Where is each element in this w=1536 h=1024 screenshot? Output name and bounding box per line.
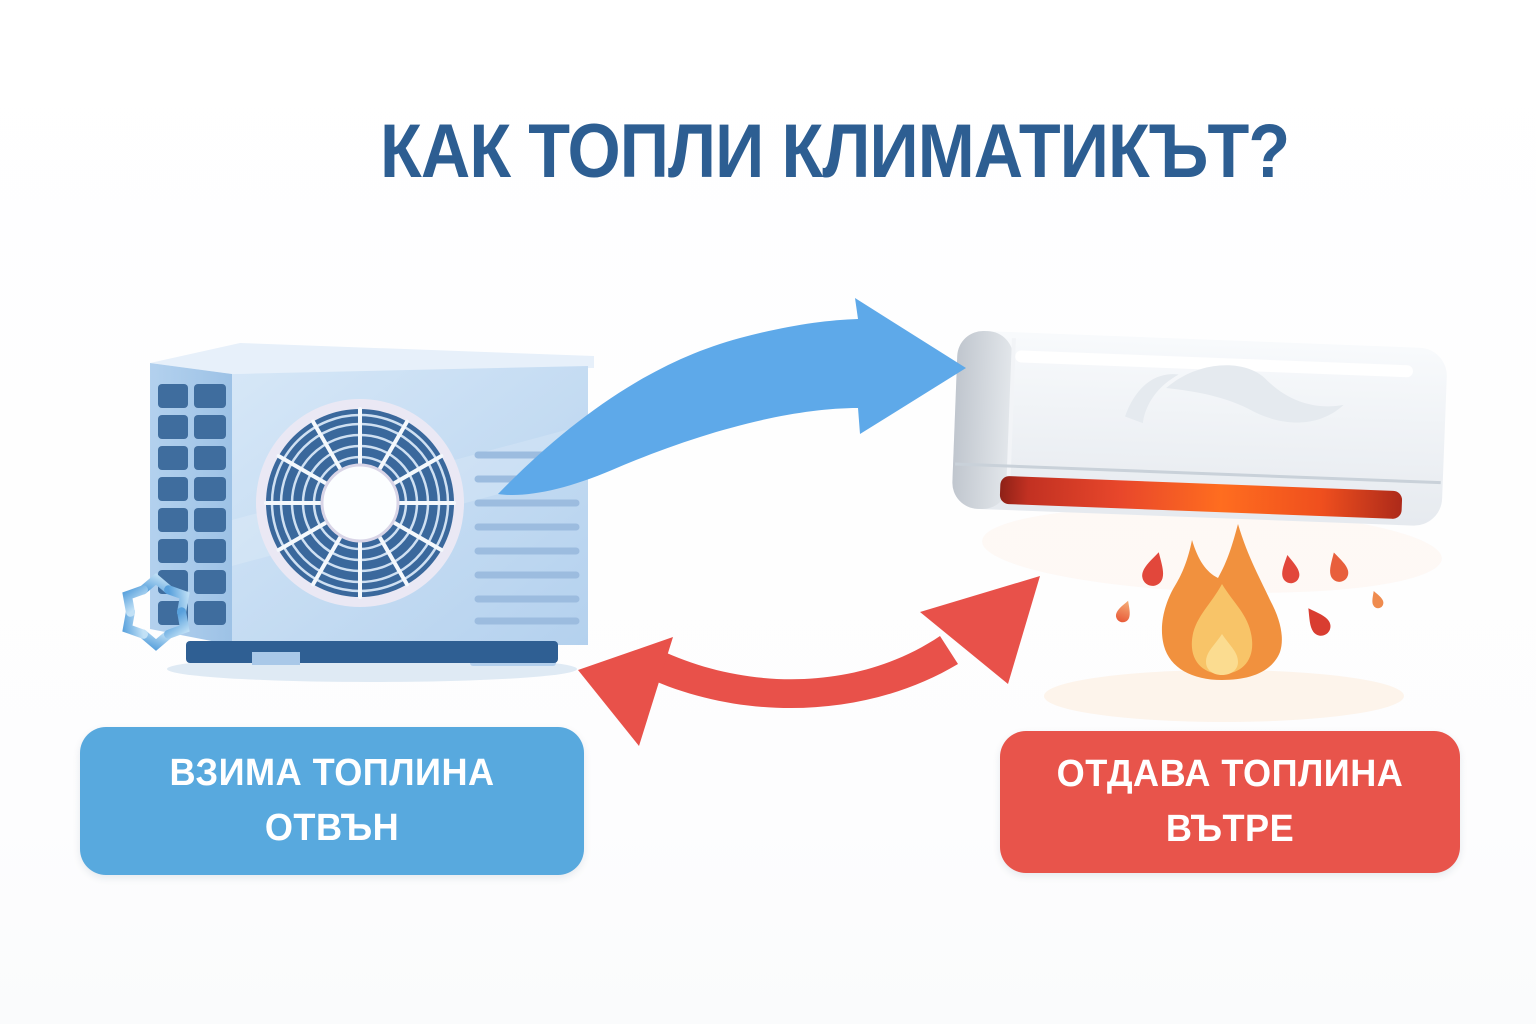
label-outdoor-heat: ВЗИМА ТОПЛИНА ОТВЪН	[80, 727, 584, 875]
label-outdoor-line1: ВЗИМА ТОПЛИНА	[169, 751, 495, 794]
outdoor-unit-base	[186, 641, 558, 663]
fan-icon	[256, 399, 464, 607]
outdoor-unit-foot-left	[252, 652, 300, 665]
fan-hub	[320, 463, 400, 543]
airflow-decor	[1125, 365, 1344, 424]
flame-glow	[1044, 670, 1404, 722]
warm-glow	[982, 507, 1442, 593]
label-indoor-heat: ОТДАВА ТОПЛИНА ВЪТРЕ	[1000, 731, 1460, 873]
label-indoor-line1: ОТДАВА ТОПЛИНА	[1056, 752, 1404, 795]
heated-air-vent	[999, 476, 1403, 519]
flame-icon	[1161, 524, 1282, 680]
red-curved-double-arrow-icon	[578, 576, 1040, 746]
heat-droplets	[1115, 552, 1384, 636]
front-panel-seam	[955, 462, 1441, 485]
indoor-unit	[952, 330, 1447, 593]
top-highlight-stripe	[1015, 350, 1413, 378]
page-title: КАК ТОПЛИ КЛИМАТИКЪТ?	[380, 109, 1290, 194]
outdoor-unit-top	[150, 343, 594, 374]
outdoor-unit	[150, 343, 594, 682]
red-arrow-right-head	[920, 576, 1040, 684]
label-outdoor-line2: ОТВЪН	[264, 807, 400, 849]
side-vent-grid	[158, 384, 226, 625]
fan-spokes	[264, 407, 456, 599]
blue-curved-arrow-icon	[498, 298, 966, 495]
snowflake-icon	[111, 561, 201, 663]
label-indoor-line2: ВЪТРЕ	[1165, 808, 1295, 850]
red-arrow-left-head	[578, 637, 673, 746]
